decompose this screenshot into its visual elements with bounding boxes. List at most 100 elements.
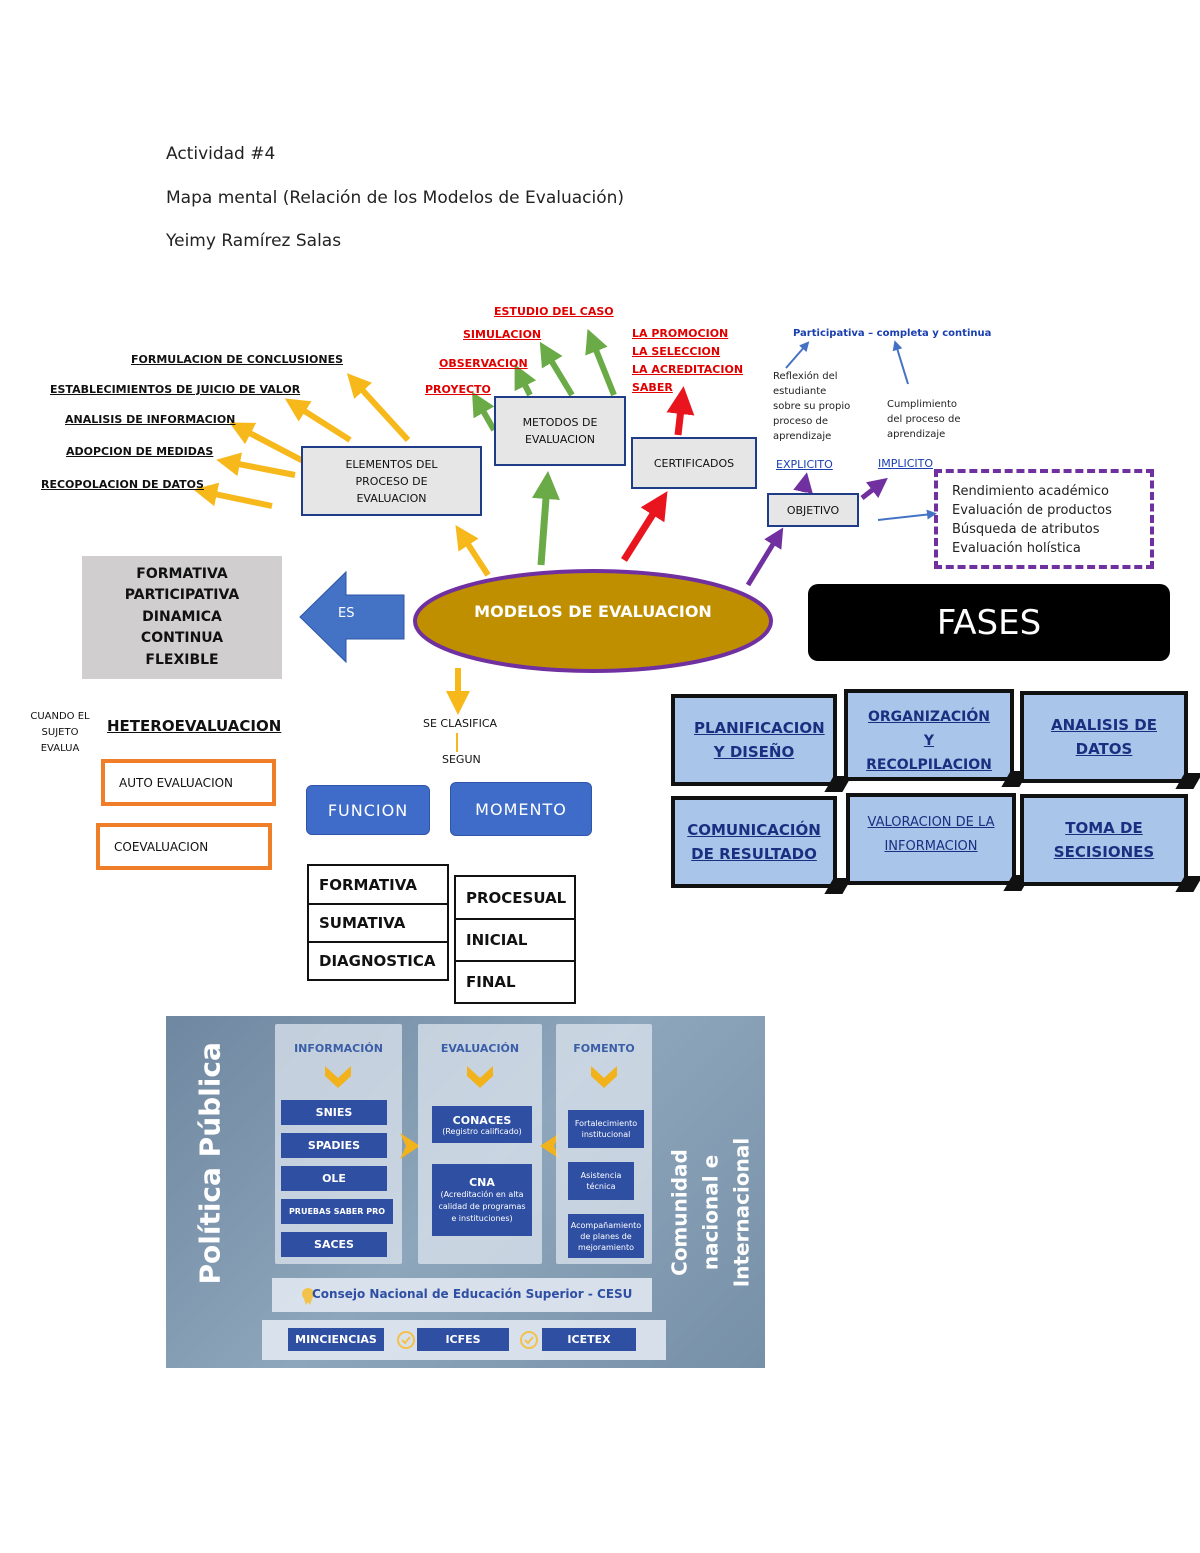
- objetivo-list-item: Evaluación de productos: [952, 503, 1112, 518]
- author-name: Yeimy Ramírez Salas: [166, 231, 342, 251]
- fase-label: ORGANIZACIÓN Y RECOLPILACION: [866, 709, 992, 773]
- funcion-row: DIAGNOSTICA: [319, 952, 436, 970]
- certificados-box: CERTIFICADOS: [631, 437, 757, 489]
- metodos-item: OBSERVACION: [439, 357, 528, 370]
- momento-row: INICIAL: [456, 920, 574, 962]
- momento-table: PROCESUAL INICIAL FINAL: [454, 875, 576, 1004]
- entity-item: ICETEX: [542, 1328, 636, 1351]
- entities-bar: MINCIENCIAS ICFES ICETEX: [262, 1320, 666, 1360]
- fase-label: TOMA DE SECISIONES: [1053, 819, 1155, 861]
- funcion-table: FORMATIVA SUMATIVA DIAGNOSTICA: [307, 864, 449, 981]
- chevron-down-icon: [467, 1066, 493, 1088]
- cesu-bar: Consejo Nacional de Educación Superior -…: [272, 1278, 652, 1312]
- cna-label: CNA: [469, 1175, 495, 1189]
- es-item: FORMATIVA: [136, 565, 228, 582]
- momento-box: MOMENTO: [450, 782, 592, 836]
- comunidad-label: Comunidad nacional e Internacional: [667, 1137, 754, 1288]
- cna-sublabel: (Acreditación en alta calidad de program…: [438, 1189, 526, 1223]
- explicito-label: EXPLICITO: [776, 458, 833, 471]
- funcion-box: FUNCION: [306, 785, 430, 835]
- activity-title: Actividad #4: [166, 144, 276, 164]
- es-item: CONTINUA: [140, 630, 224, 647]
- entity-item: ICFES: [417, 1328, 509, 1351]
- medal-icon: [302, 1288, 314, 1305]
- fase-card: ORGANIZACIÓN Y RECOLPILACION: [844, 689, 1029, 787]
- elementos-box-label: ELEMENTOS DEL PROCESO DE EVALUACION: [345, 457, 438, 505]
- certificados-item: SABER: [632, 381, 673, 394]
- momento-row: PROCESUAL: [456, 877, 574, 920]
- segun-label: SEGUN: [442, 753, 481, 766]
- document-subtitle: Mapa mental (Relación de los Modelos de …: [166, 188, 625, 208]
- info-item: SACES: [281, 1232, 387, 1257]
- politica-publica-graphic: Política Pública Comunidad nacional e In…: [166, 1016, 765, 1368]
- elementos-item: RECOPOLACION DE DATOS: [41, 478, 204, 491]
- metodos-box-label: METODOS DE EVALUACION: [522, 416, 598, 446]
- fase-label: VALORACION DE LA INFORMACION: [867, 815, 995, 854]
- info-item: SNIES: [281, 1100, 387, 1125]
- elementos-item: ESTABLECIMIENTOS DE JUICIO DE VALOR: [50, 383, 301, 396]
- chevron-down-icon: [591, 1066, 617, 1088]
- objetivo-box-label: OBJETIVO: [786, 503, 840, 517]
- fomento-item: Acompañamiento de planes de mejoramiento: [568, 1214, 644, 1258]
- metodos-box: METODOS DE EVALUACION: [494, 396, 626, 466]
- check-icon: [397, 1331, 415, 1349]
- fomento-item: Asistencia técnica: [568, 1162, 634, 1200]
- cumplimiento-note: Cumplimiento del proceso de aprendizaje: [887, 399, 961, 440]
- fomento-column: FOMENTO Fortalecimiento institucional As…: [556, 1024, 652, 1264]
- conaces-label: CONACES: [452, 1113, 512, 1127]
- fases-title: FASES: [808, 584, 1170, 661]
- fase-card: COMUNICACIÓN DE RESULTADO: [671, 796, 852, 894]
- fase-label: COMUNICACIÓN DE RESULTADO: [687, 821, 821, 863]
- certificados-item: LA SELECCION: [632, 345, 721, 358]
- objetivo-list-item: Evaluación holística: [952, 541, 1081, 556]
- entity-item: MINCIENCIAS: [288, 1328, 384, 1351]
- es-characteristics: FORMATIVA PARTICIPATIVA DINAMICA CONTINU…: [82, 556, 282, 679]
- conaces-sublabel: (Registro calificado): [442, 1126, 522, 1136]
- reflexion-note: Reflexión del estudiante sobre su propio…: [773, 371, 851, 442]
- es-arrow-label: ES: [338, 606, 355, 621]
- conaces-item: CONACES (Registro calificado): [432, 1106, 532, 1143]
- fase-card: TOMA DE SECISIONES: [1020, 794, 1200, 892]
- elementos-box: ELEMENTOS DEL PROCESO DE EVALUACION: [301, 446, 482, 516]
- momento-row: FINAL: [466, 973, 516, 991]
- cuando-note: CUANDO EL SUJETO EVALUA: [30, 711, 90, 754]
- certificados-item: LA ACREDITACION: [632, 363, 744, 376]
- fase-label: PLANIFICACION Y DISEÑO: [694, 719, 825, 761]
- certificados-box-label: CERTIFICADOS: [653, 456, 735, 470]
- se-clasifica-label: SE CLASIFICA: [423, 717, 498, 730]
- cesu-label: Consejo Nacional de Educación Superior -…: [312, 1287, 633, 1301]
- metodos-item: PROYECTO: [425, 383, 491, 396]
- metodos-item: ESTUDIO DEL CASO: [494, 305, 614, 318]
- metodos-item: SIMULACION: [463, 328, 542, 341]
- evaluacion-column: EVALUACIÓN CONACES (Registro calificado)…: [418, 1024, 542, 1264]
- elementos-item: FORMULACION DE CONCLUSIONES: [131, 353, 344, 366]
- coevaluacion-box: COEVALUACION: [96, 823, 272, 870]
- fase-label: ANALISIS DE DATOS: [1050, 716, 1158, 758]
- center-title: MODELOS DE EVALUACION: [474, 602, 712, 621]
- es-item: FLEXIBLE: [145, 651, 219, 668]
- es-item: DINAMICA: [142, 608, 222, 625]
- chevron-right-icon: [400, 1133, 420, 1159]
- chevron-left-icon: [540, 1133, 560, 1159]
- check-icon: [520, 1331, 538, 1349]
- cna-item: CNA (Acreditación en alta calidad de pro…: [432, 1164, 532, 1236]
- info-item: PRUEBAS SABER PRO: [281, 1199, 393, 1224]
- implicito-label: IMPLICITO: [878, 457, 934, 470]
- fase-card: PLANIFICACION Y DISEÑO: [671, 694, 852, 792]
- politica-publica-label: Política Pública: [193, 1042, 227, 1285]
- objetivo-list-item: Búsqueda de atributos: [952, 522, 1100, 537]
- chevron-down-icon: [325, 1066, 351, 1088]
- info-item: OLE: [281, 1166, 387, 1191]
- fomento-item: Fortalecimiento institucional: [568, 1110, 644, 1148]
- funcion-row: SUMATIVA: [309, 905, 447, 943]
- evaluacion-title: EVALUACIÓN: [440, 1042, 520, 1055]
- objetivo-list-item: Rendimiento académico: [952, 484, 1109, 499]
- fase-card: ANALISIS DE DATOS: [1020, 691, 1200, 789]
- heteroevaluacion-label: HETEROEVALUACION: [107, 717, 282, 735]
- elementos-item: ANALISIS DE INFORMACION: [65, 413, 236, 426]
- info-item: SPADIES: [281, 1133, 387, 1158]
- objetivo-box: OBJETIVO: [767, 493, 859, 527]
- es-item: PARTICIPATIVA: [124, 587, 240, 604]
- certificados-item: LA PROMOCION: [632, 327, 729, 340]
